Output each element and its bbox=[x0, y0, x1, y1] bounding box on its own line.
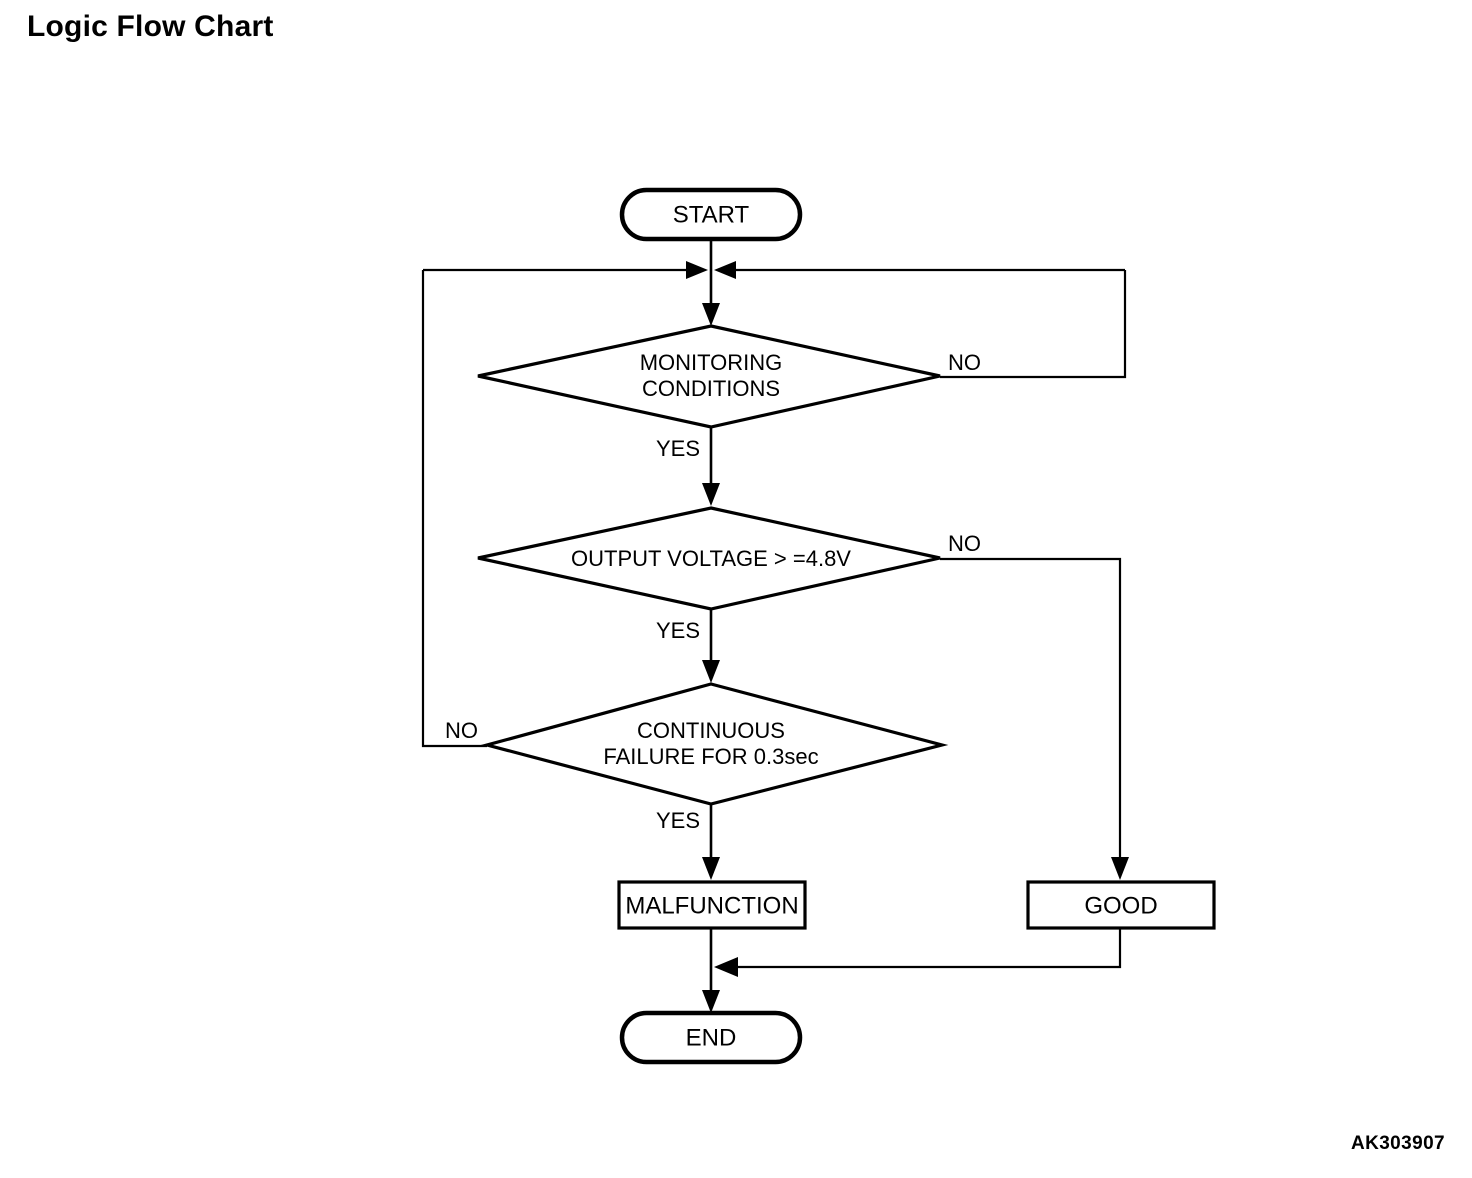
edge-malfunction-to-end bbox=[702, 928, 720, 1013]
figure-reference-code: AK303907 bbox=[1350, 1133, 1445, 1154]
arrow-merge-into-trunk bbox=[714, 957, 738, 977]
arrow-junction-from-right bbox=[714, 261, 736, 279]
edge-voltage-no: NO bbox=[940, 531, 1129, 880]
arrow-into-voltage bbox=[702, 483, 720, 506]
edge-start-to-junction bbox=[702, 239, 720, 326]
voltage-no-path bbox=[940, 557, 1122, 868]
voltage-yes-label: YES bbox=[656, 618, 700, 643]
monitoring-label-line2: CONDITIONS bbox=[642, 376, 780, 401]
monitoring-no-label: NO bbox=[948, 350, 981, 375]
malfunction-label: MALFUNCTION bbox=[625, 892, 798, 919]
node-output-voltage: OUTPUT VOLTAGE > =4.8V bbox=[477, 506, 941, 611]
arrow-into-malfunction bbox=[702, 857, 720, 880]
monitoring-yes-label: YES bbox=[656, 436, 700, 461]
end-label: END bbox=[686, 1024, 737, 1051]
node-malfunction: MALFUNCTION bbox=[617, 880, 807, 930]
arrow-junction-from-left bbox=[686, 261, 708, 279]
arrow-into-end bbox=[702, 990, 720, 1013]
arrow-into-monitoring bbox=[702, 303, 720, 326]
monitoring-no-path bbox=[940, 270, 1127, 379]
feedback-junction-bar bbox=[423, 261, 1125, 279]
continuous-label-line1: CONTINUOUS bbox=[637, 718, 785, 743]
node-start: START bbox=[619, 187, 803, 242]
continuous-no-label: NO bbox=[445, 718, 478, 743]
continuous-yes-label: YES bbox=[656, 808, 700, 833]
edge-monitoring-no: NO bbox=[940, 270, 1127, 379]
good-shape bbox=[1026, 880, 1216, 930]
node-good: GOOD bbox=[1026, 880, 1216, 930]
voltage-label-line1: OUTPUT VOLTAGE > =4.8V bbox=[571, 546, 851, 571]
start-label: START bbox=[673, 201, 750, 228]
node-monitoring-conditions: MONITORING CONDITIONS bbox=[477, 324, 941, 429]
continuous-label-line2: FAILURE FOR 0.3sec bbox=[603, 744, 818, 769]
good-label: GOOD bbox=[1084, 892, 1157, 919]
edge-voltage-yes: YES bbox=[656, 609, 720, 683]
node-end: END bbox=[619, 1010, 803, 1065]
edge-good-to-end bbox=[714, 928, 1122, 977]
edge-continuous-no: NO bbox=[421, 270, 487, 748]
edge-continuous-yes: YES bbox=[656, 804, 720, 880]
good-return-path bbox=[732, 928, 1122, 969]
continuous-no-path bbox=[421, 270, 487, 748]
voltage-no-label: NO bbox=[948, 531, 981, 556]
monitoring-label-line1: MONITORING bbox=[640, 350, 783, 375]
arrow-into-good bbox=[1111, 857, 1129, 880]
end-shape bbox=[619, 1010, 803, 1065]
page-title: Logic Flow Chart bbox=[27, 10, 274, 43]
node-continuous-failure: CONTINUOUS FAILURE FOR 0.3sec bbox=[480, 682, 949, 806]
arrow-into-continuous bbox=[702, 660, 720, 683]
edge-monitoring-yes: YES bbox=[656, 427, 720, 506]
